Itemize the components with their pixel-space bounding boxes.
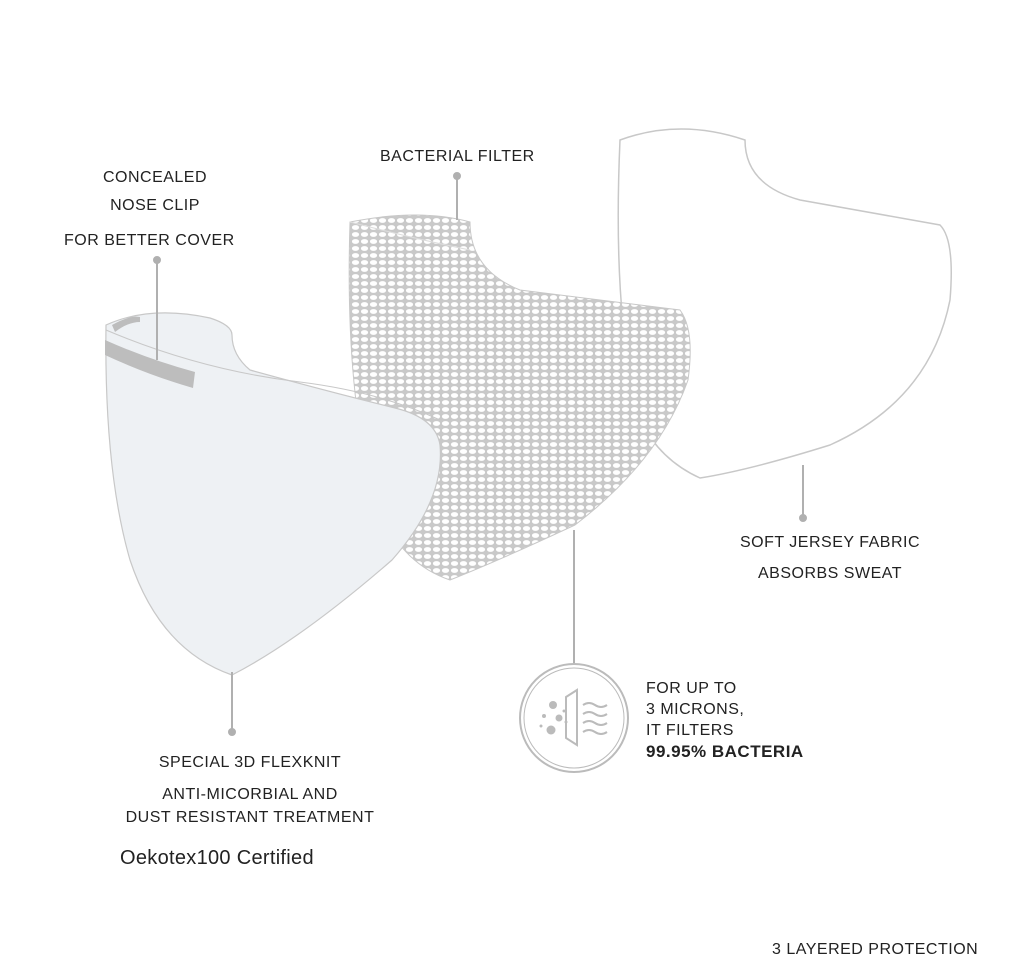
nose-clip-label: CONCEALED NOSE CLIP — [80, 168, 230, 216]
bacterial-filter-label: BACTERIAL FILTER — [380, 148, 535, 165]
jersey-label: SOFT JERSEY FABRIC ABSORBS SWEAT — [725, 533, 935, 584]
label-line: ANTI-MICORBIAL AND — [162, 786, 338, 803]
label-line: ABSORBS SWEAT — [757, 565, 902, 582]
filter-info: FOR UP TO 3 MICRONS, IT FILTERS 99.95% B… — [646, 678, 804, 762]
filter-icon — [519, 663, 629, 773]
filter-percentage: 99.95% BACTERIA — [646, 742, 804, 761]
nose-clip — [105, 340, 195, 388]
leader-lines — [153, 172, 807, 736]
label-line: SOFT JERSEY FABRIC — [739, 534, 920, 551]
label-line: DUST RESISTANT TREATMENT — [125, 809, 375, 826]
nose-clip-caption: FOR BETTER COVER — [64, 232, 235, 249]
label-line: 3 MICRONS, — [646, 701, 745, 718]
label-line: SPECIAL 3D FLEXKNIT — [158, 754, 342, 771]
label-line: IT FILTERS — [646, 722, 734, 739]
footer-caption: 3 LAYERED PROTECTION — [772, 941, 979, 958]
label-line: CONCEALED — [102, 169, 208, 186]
outer-flexknit-layer — [105, 312, 442, 676]
label-line: FOR UP TO — [646, 680, 737, 697]
label-line: NOSE CLIP — [110, 197, 200, 214]
flexknit-label: SPECIAL 3D FLEXKNIT ANTI-MICORBIAL AND D… — [100, 753, 400, 828]
inner-jersey-layer — [617, 128, 952, 479]
certification-label: Oekotex100 Certified — [120, 847, 314, 869]
